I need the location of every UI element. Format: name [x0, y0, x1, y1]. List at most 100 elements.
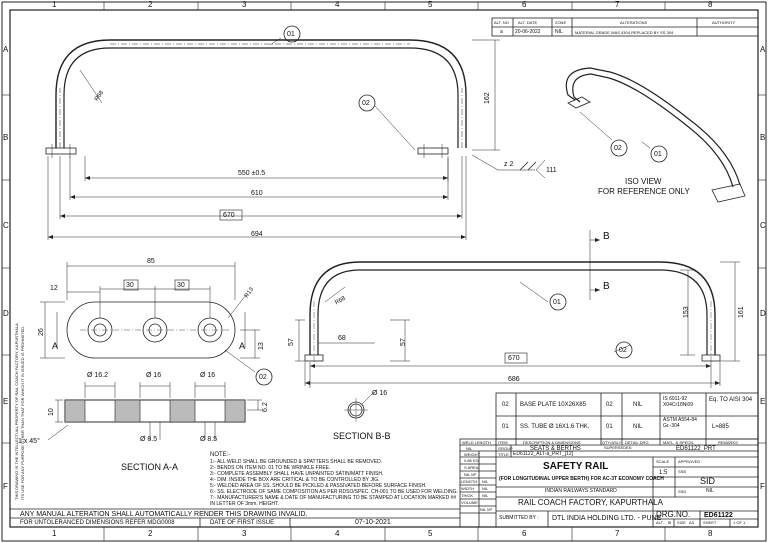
note-line-6: 6:- SS. ELECTRODE OF SAME COMPOSITION AS… [210, 489, 458, 495]
column-label-bottom-1: 1 [52, 529, 57, 538]
side-dim-670: 670 [508, 355, 520, 362]
parts-row-1-remarks: Eq. TO AISI 304 [709, 397, 753, 403]
scale-label: SCALE [656, 459, 670, 464]
column-label-2: 2 [148, 0, 153, 9]
column-label-bottom-4: 4 [335, 529, 340, 538]
row-label-a: A [3, 45, 9, 54]
side-section-marker-b-bottom: B [603, 281, 610, 292]
plate-dim-13: 13 [258, 342, 265, 350]
parts-header-item: ITEM [498, 440, 508, 445]
plate-dim-30-a: 30 [126, 282, 134, 289]
revision-header-alt-date: ALT. DATE [518, 20, 538, 25]
weld-length-label: WELD LENGTH [462, 440, 491, 445]
left-margin-text-2: ITS USE FOR ANY PURPOSE OTHER THAN THAT … [20, 325, 25, 500]
ssb-label: SSB [678, 469, 687, 474]
plate-dim-30-b: 30 [177, 282, 185, 289]
row-label-right-e: E [760, 397, 766, 406]
title-reference: ED61122_ALT-a_PRT_[12] [513, 451, 574, 457]
weld-symbol-z: z 2 [504, 161, 514, 168]
iso-balloon-02: 02 [614, 145, 622, 152]
length-label: LENGTH [461, 479, 478, 484]
section-aa-dim-16-b: Ø 16 [200, 372, 216, 379]
parts-row-2-spec: ASTM A554-84 Gr.-304 [663, 417, 697, 429]
length-value: NIL [482, 479, 489, 484]
column-label-bottom-7: 7 [615, 529, 620, 538]
group-value: SEATS & BERTHS [530, 446, 581, 452]
row-label-right-a: A [760, 45, 766, 54]
revision-header-alt-no: ALT. NO [494, 20, 509, 25]
plate-section-marker-a-right: A [239, 341, 246, 351]
row-label-right-c: C [760, 221, 766, 230]
side-dim-153: 153 [683, 306, 690, 318]
sheet-label: SHEET [703, 520, 717, 525]
row-label-right-f: F [760, 482, 765, 491]
left-margin-text-1: THIS DRAWING IS THE INTELLECTUAL PROPERT… [14, 322, 19, 500]
parts-row-1-desc: BASE PLATE 10X26X85 [520, 402, 586, 408]
plate-balloon-02: 02 [259, 374, 267, 381]
scale-value: 1:5 [659, 470, 668, 476]
row-label-f: F [3, 482, 8, 491]
parts-row-2-remarks: L=885 [712, 424, 729, 430]
s-area-value: NIL M² [464, 472, 476, 477]
notes-title: NOTE:- [210, 452, 231, 458]
weight-label: WEIGHT [464, 452, 480, 457]
sheet-value: 1 OF 1 [733, 520, 746, 525]
column-label-1: 1 [52, 0, 57, 9]
weld-process-code: 111 [546, 167, 557, 174]
section-aa-dim-8-5-b: Ø 8.5 [200, 436, 218, 443]
first-issue-date: 07-10-2021 [355, 519, 391, 526]
column-label-bottom-6: 6 [522, 529, 527, 538]
size-value: A3 [689, 520, 694, 525]
manual-alteration-note: ANY MANUAL ALTERATION SHALL AUTOMATICALL… [20, 511, 308, 518]
ssd-label: SSD [678, 489, 687, 494]
parts-header-description: DESCRIPTION & DIMENSIONS [523, 440, 581, 445]
group-label: GROUP [498, 446, 513, 451]
side-balloon-01: 01 [553, 299, 561, 306]
column-label-4: 4 [335, 0, 340, 9]
section-aa-dim-10: 10 [48, 408, 55, 416]
column-label-bottom-5: 5 [428, 529, 433, 538]
parts-row-1-item: 02 [502, 402, 509, 408]
submitted-by-value: DTL INDIA HOLDING LTD. - PUNE [552, 515, 662, 522]
thick-value: NIL [482, 493, 489, 498]
section-aa-caption: SECTION A-A [121, 462, 179, 472]
volume-label: VOLUME [461, 500, 478, 505]
drg-no-label: DRG.NO. [656, 510, 691, 519]
alt-label: ALT. [656, 520, 664, 525]
section-aa-dim-6-2: 6.2 [262, 402, 269, 412]
revision-alt-date: 20-06-2022 [515, 29, 541, 35]
width-value: NIL [482, 486, 489, 491]
column-label-8: 8 [708, 0, 713, 9]
section-bb-caption: SECTION B-B [333, 431, 391, 441]
submitted-by-label: SUBMITTED BY : [499, 515, 539, 521]
iso-caption-reference: FOR REFERENCE ONLY [598, 187, 690, 196]
parts-row-1-detail: NIL [633, 402, 643, 408]
note-line-4: 4:- DIM. INSIDE THE BOX ARE CRITICAL & T… [210, 477, 380, 483]
factory-name: RAIL COACH FACTORY, KAPURTHALA [518, 498, 663, 507]
side-dim-68: 68 [338, 335, 346, 342]
row-label-d: D [3, 309, 9, 318]
column-label-bottom-3: 3 [242, 529, 247, 538]
parts-header-material: MATL. & SPECN. [663, 440, 695, 445]
size-label: SIZE [677, 520, 686, 525]
iso-balloon-01: 01 [654, 151, 662, 158]
section-aa-chamfer: 1 x 45° [18, 438, 40, 445]
revision-header-alterations: ALTERATIONS [620, 20, 648, 25]
volume-value: NIL M³ [480, 507, 492, 512]
parts-header-detail-drg: DETAIL DRG [625, 440, 649, 445]
parts-row-2-detail: NIL [633, 424, 643, 430]
section-aa-dim-16-2: Ø 16.2 [87, 372, 109, 379]
ssd-value: NIL [706, 488, 714, 494]
row-label-b: B [3, 133, 9, 142]
width-label: WIDTH [461, 486, 475, 491]
plate-section-marker-a-left: A [52, 341, 59, 351]
dim-694: 694 [251, 231, 263, 238]
row-label-c: C [3, 221, 9, 230]
parts-header-qty: QTY/ASLY [602, 440, 622, 445]
parts-row-2-desc: SS. TUBE Ø 16X1.6 THK. [520, 424, 590, 430]
parts-row-2-item: 01 [502, 424, 509, 430]
iso-caption: ISO VIEW [625, 177, 662, 186]
drawing-title: SAFETY RAIL [543, 461, 609, 472]
